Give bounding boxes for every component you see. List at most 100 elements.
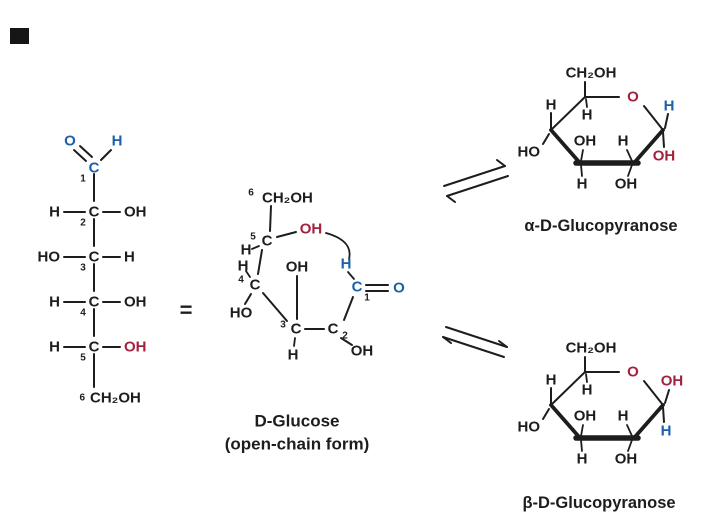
alpha-ch2oh-label: CH₂OH	[566, 65, 617, 82]
c5-label: C	[89, 339, 100, 356]
equals-sign: =	[180, 298, 193, 323]
alpha-anomeric-oh-label: OH	[653, 148, 676, 165]
beta-c4-h-label: H	[546, 372, 557, 389]
equilibrium-arrow-bottom	[442, 326, 508, 358]
c1-label: C	[89, 160, 100, 177]
c5-h-label: H	[49, 339, 60, 356]
bond	[664, 113, 669, 129]
c3-number: 3	[80, 263, 86, 274]
alpha-glucopyranose-title: α-D-Glucopyranose	[524, 217, 677, 235]
oc-c4-number: 4	[238, 275, 244, 286]
page-corner-mark	[10, 28, 29, 44]
bond	[627, 439, 633, 452]
arrow-line	[442, 336, 505, 358]
bond	[293, 337, 296, 347]
open-chain-caption-line2: (open-chain form)	[225, 435, 370, 454]
oc-c3-h-label: H	[288, 347, 299, 364]
arrow-line	[446, 175, 509, 197]
oc-c5-label: C	[262, 233, 273, 250]
oc-c2-number: 2	[342, 331, 348, 342]
bond	[343, 296, 354, 321]
arrow-barb	[498, 340, 508, 348]
c2-number: 2	[80, 218, 86, 229]
carbonyl-oxygen-label: O	[64, 133, 76, 150]
ring-edge	[549, 403, 582, 440]
oc-c1-label: C	[352, 279, 363, 296]
ring-edge	[632, 403, 665, 440]
c2-h-label: H	[49, 204, 60, 221]
beta-c2-h-label: H	[618, 408, 629, 425]
c3-ho-label: HO	[38, 249, 61, 266]
ring-edge	[550, 96, 586, 131]
bond	[542, 408, 550, 420]
ring-edge	[643, 380, 664, 406]
oc-c2-oh-label: OH	[351, 343, 374, 360]
bond	[79, 145, 93, 158]
ring-closure-curve	[325, 232, 351, 260]
alpha-c2-h-label: H	[618, 133, 629, 150]
bond	[585, 373, 588, 383]
oc-c5-oh-label: OH	[300, 221, 323, 238]
c4-oh-label: OH	[124, 294, 147, 311]
alpha-c4-h-label: H	[546, 97, 557, 114]
alpha-ring-oxygen: O	[627, 89, 639, 106]
bond	[662, 131, 665, 148]
oc-c1-h-label: H	[341, 256, 352, 273]
c1-number: 1	[80, 174, 86, 185]
c2-label: C	[89, 204, 100, 221]
oc-c2-label: C	[328, 321, 339, 338]
ring-edge	[550, 371, 586, 406]
bond	[580, 439, 583, 452]
oc-c3-label: C	[291, 321, 302, 338]
bond	[100, 149, 112, 161]
beta-c4-ho-label: HO	[518, 419, 541, 436]
fischer-projection: O H C 1 H C 2 OH HO C 3 H H C 4 OH H C 5…	[38, 133, 147, 407]
alpha-c2-oh-bottom-label: OH	[615, 176, 638, 193]
bond	[664, 389, 670, 404]
c6-ch2oh-label: CH₂OH	[90, 390, 141, 407]
aldehyde-hydrogen-label: H	[112, 133, 123, 150]
oc-c4-ho-label: HO	[230, 305, 253, 322]
bond	[257, 249, 263, 275]
c3-label: C	[89, 249, 100, 266]
bond	[662, 406, 665, 423]
oc-c4-label: C	[250, 277, 261, 294]
bond	[580, 164, 583, 177]
alpha-c4-ho-label: HO	[518, 144, 541, 161]
alpha-c3-h-bottom-label: H	[577, 176, 588, 193]
bond	[245, 270, 251, 278]
oc-c5-number: 5	[250, 232, 256, 243]
bond	[585, 98, 588, 108]
bond	[347, 271, 355, 280]
beta-ch2oh-label: CH₂OH	[566, 340, 617, 357]
bond	[580, 424, 584, 437]
alpha-anomeric-h-label: H	[664, 98, 675, 115]
oc-c5-h-label: H	[241, 242, 252, 259]
beta-ring-oxygen: O	[627, 364, 639, 381]
bond	[73, 149, 87, 162]
bond	[251, 245, 260, 250]
bond	[626, 149, 633, 162]
bond	[340, 337, 353, 346]
c2-oh-label: OH	[124, 204, 147, 221]
beta-c3-h-bottom-label: H	[577, 451, 588, 468]
alpha-c3-oh-label: OH	[574, 133, 597, 150]
arrow-barb	[496, 159, 506, 167]
bond	[627, 164, 633, 177]
oc-c6-ch2oh-label: CH₂OH	[262, 190, 313, 207]
oc-c1-number: 1	[364, 293, 370, 304]
beta-glucopyranose: CH₂OH H O OH H OH H HO H H OH β-D-Glucop…	[518, 340, 684, 513]
bond	[276, 231, 297, 238]
beta-c3-oh-label: OH	[574, 408, 597, 425]
beta-glucopyranose-title: β-D-Glucopyranose	[522, 494, 675, 512]
equilibrium-arrow-top	[443, 159, 509, 203]
bond	[269, 205, 272, 232]
beta-c2-oh-bottom-label: OH	[615, 451, 638, 468]
arrow-barb	[446, 195, 456, 203]
alpha-c5-h-label: H	[582, 107, 593, 124]
arrow-barb	[442, 336, 452, 344]
open-chain-caption-line1: D-Glucose	[254, 412, 339, 431]
beta-c5-h-label: H	[582, 382, 593, 399]
c6-number: 6	[79, 393, 85, 404]
